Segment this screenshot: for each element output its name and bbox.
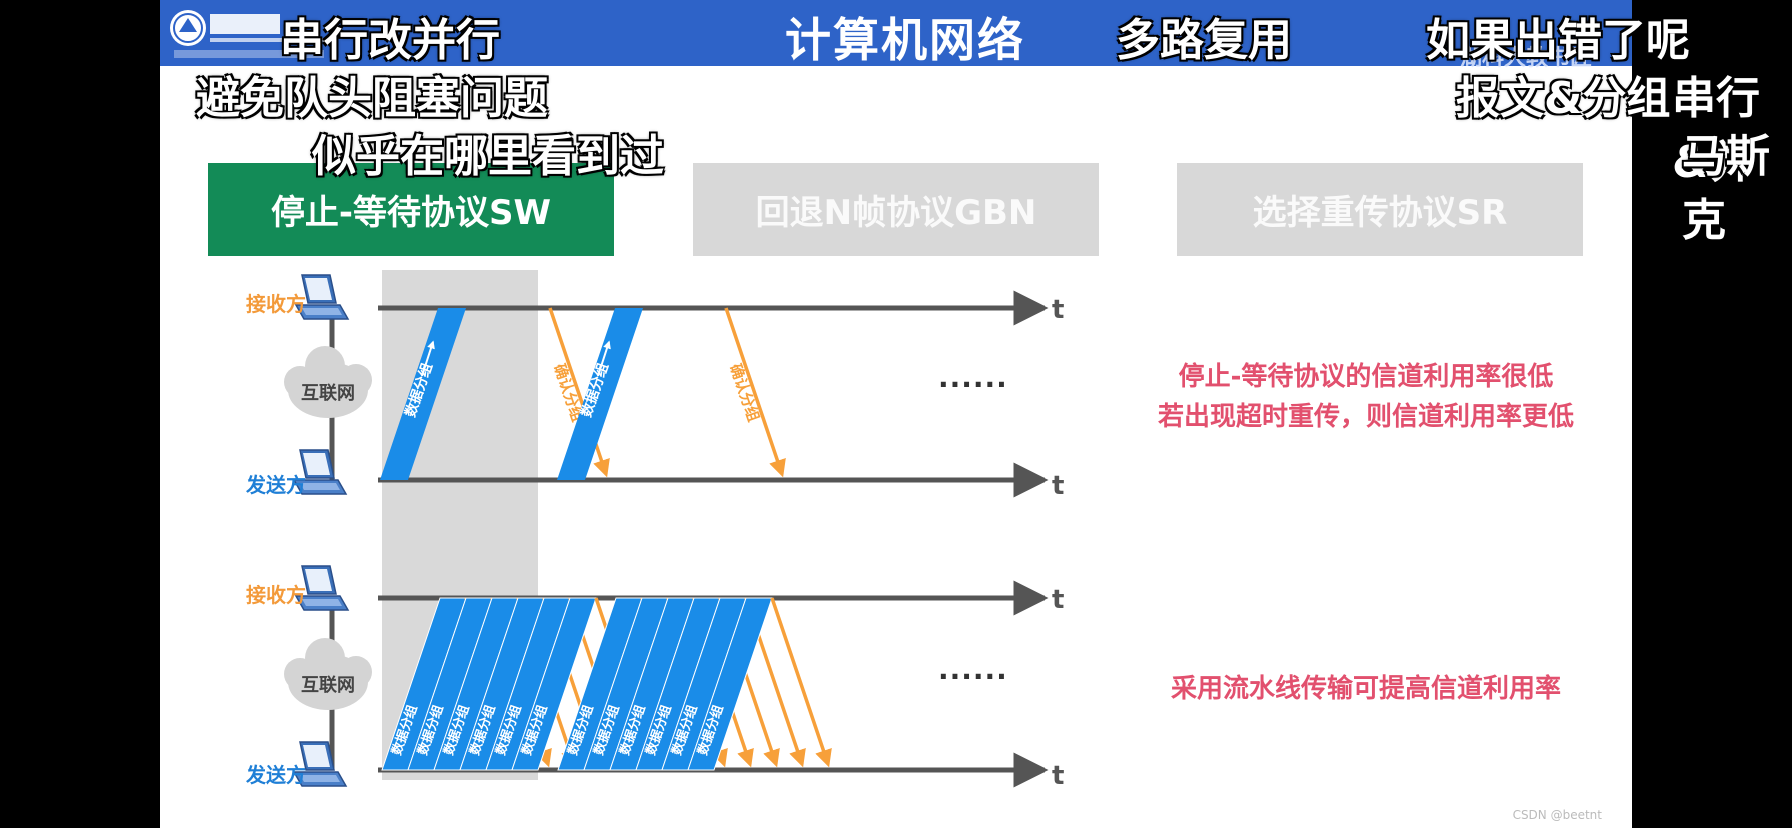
data-packet: [380, 308, 466, 480]
ack-packet-arrow: [724, 307, 786, 478]
sender-label: 发送方: [245, 763, 306, 787]
tab-gbn[interactable]: 回退N帧协议GBN: [693, 163, 1099, 256]
note-sw-line1: 停止-等待协议的信道利用率很低: [1178, 362, 1554, 392]
data-packet: [687, 597, 773, 771]
data-packet: [511, 597, 597, 771]
note-sw-line2: 若出现超时重传，则信道利用率更低: [1157, 402, 1574, 432]
ellipsis: ······: [938, 660, 1008, 693]
ellipsis: ······: [938, 368, 1008, 401]
ack-packet-arrow: [548, 307, 610, 478]
receiver-label: 接收方: [246, 292, 306, 316]
protocol-timing-diagram: 互联网 接收方 发送方 t t 数据分组 确认分组 数据分组 确认分组 ····…: [245, 270, 1064, 791]
time-label: t: [1052, 471, 1064, 501]
internet-label: 互联网: [301, 675, 355, 696]
subtitle: 串行改并行: [280, 15, 500, 66]
pipeline-packets: 数据分组数据分组数据分组数据分组数据分组数据分组数据分组数据分组数据分组数据分组…: [381, 597, 832, 771]
ack-packet-label: 确认分组: [726, 361, 763, 424]
note-pipeline: 采用流水线传输可提高信道利用率: [1170, 674, 1561, 704]
subtitle: 多路复用: [1116, 15, 1292, 66]
university-logo: [170, 10, 330, 58]
time-label: t: [1052, 761, 1064, 791]
tab-sw[interactable]: 停止-等待协议SW: [208, 163, 614, 256]
subtitle: 避免队头阻塞问题: [196, 73, 548, 124]
tab-sr[interactable]: 选择重传协议SR: [1177, 163, 1583, 256]
slide: 计算机网络 湖科大教书匠 停止-等待协议SW 回退N帧协议GBN 选择重传协议S…: [160, 0, 1632, 828]
receiver-label: 接收方: [246, 583, 306, 607]
header-bar: 计算机网络 湖科大教书匠: [160, 0, 1632, 71]
time-label: t: [1052, 295, 1064, 325]
data-packet: [557, 308, 643, 480]
sender-label: 发送方: [245, 473, 306, 497]
csdn-watermark: CSDN @beetnt: [1512, 808, 1602, 822]
subtitle: 似乎在哪里看到过: [312, 131, 664, 182]
subtitle: 马斯克: [1682, 131, 1770, 246]
internet-cloud-icon: [284, 638, 372, 710]
subtitle: 如果出错了呢: [1426, 15, 1690, 66]
internet-label: 互联网: [301, 383, 355, 404]
subtitle: 串行&并: [1672, 73, 1760, 188]
internet-cloud-icon: [284, 346, 372, 418]
course-title: 计算机网络: [785, 13, 1025, 67]
time-label: t: [1052, 585, 1064, 615]
publisher-watermark: 湖科大教书匠: [1459, 46, 1592, 71]
subtitle: 报文&分组: [1456, 73, 1671, 124]
ack-packet-arrow: [770, 597, 832, 768]
